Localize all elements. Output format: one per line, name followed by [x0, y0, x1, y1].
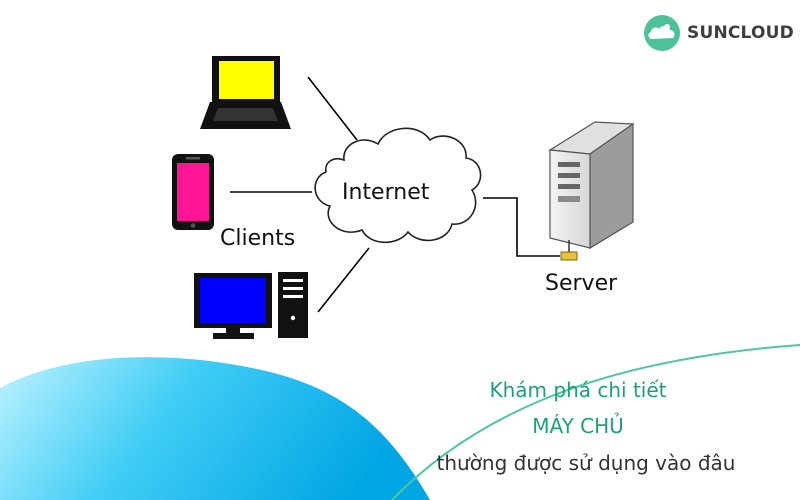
phone-screen	[177, 163, 209, 221]
server-tower-icon	[548, 121, 635, 261]
cloud-icon	[314, 127, 482, 244]
link-internet-server	[483, 197, 560, 257]
cloud-sun-icon	[644, 15, 680, 51]
link-laptop-internet	[307, 76, 358, 141]
laptop-icon	[200, 56, 291, 129]
monitor-screen	[200, 278, 266, 323]
caption-line-2: MÁY CHỦ	[532, 414, 624, 438]
laptop-screen	[219, 61, 274, 99]
clients-label: Clients	[220, 226, 296, 251]
smartphone-icon	[172, 154, 214, 230]
caption-line-3: thường được sử dụng vào đâu	[436, 451, 736, 475]
decorative-curve	[391, 344, 800, 500]
brand-name: SUNCLOUD	[687, 23, 794, 43]
internet-label: Internet	[342, 180, 430, 205]
server-label: Server	[545, 271, 618, 296]
link-desktop-internet	[317, 247, 370, 313]
decorative-wave	[0, 357, 430, 500]
brand-logo: SUNCLOUD	[644, 14, 794, 52]
desktop-computer-icon	[194, 272, 308, 339]
caption-line-1: Khám phá chi tiết	[489, 378, 667, 402]
